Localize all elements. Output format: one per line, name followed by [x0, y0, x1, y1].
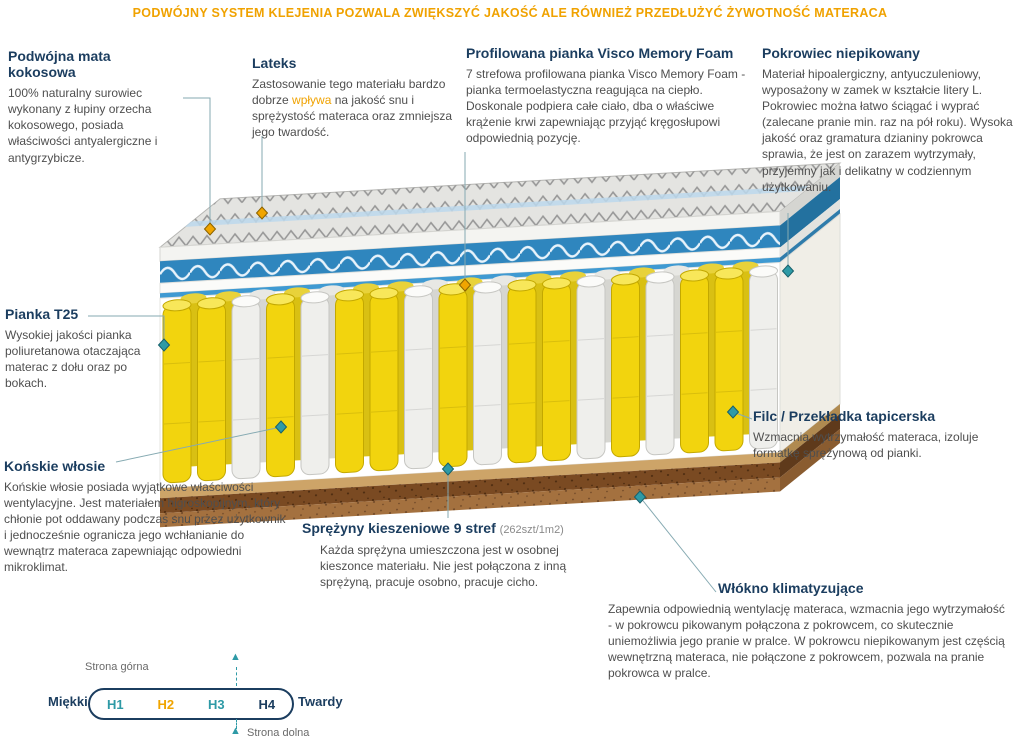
scale-soft-label: Miękki: [48, 694, 88, 709]
callout-title: Sprężyny kieszeniowe 9 stref (262szt/1m2…: [302, 520, 564, 536]
callout-t25-foam: Pianka T25 Wysokiej jakości pianka poliu…: [5, 306, 157, 391]
callout-title: Profilowana pianka Visco Memory Foam: [466, 45, 734, 61]
callout-body: Materiał hipoalergiczny, antyuczuleniowy…: [762, 67, 1013, 194]
springs-count: (262szt/1m2): [499, 524, 564, 536]
callout-body: Wzmacnia wytrzymałość materaca, izoluje …: [753, 430, 979, 461]
hardness-level-h2: H2: [157, 696, 175, 712]
visco-foam-layer: [158, 162, 842, 262]
top-banner: PODWÓJNY SYSTEM KLEJENIA POZWALA ZWIĘKSZ…: [132, 6, 888, 20]
dashed-guide-top: [236, 667, 237, 686]
callout-body: Końskie włosie posiada wyjątkowe właściw…: [4, 480, 286, 575]
callout-body: 100% naturalny surowiec wykonany z łupin…: [8, 86, 158, 165]
scale-hard-label: Twardy: [298, 694, 343, 709]
callout-body: Wysokiej jakości pianka poliuretanowa ot…: [5, 328, 141, 391]
hardness-level-h3: H3: [207, 696, 225, 712]
hardness-level-h1: H1: [106, 696, 124, 712]
callout-body: Zapewnia odpowiednią wentylację materaca…: [608, 602, 1005, 681]
callout-title: Lateks: [252, 55, 297, 71]
callout-body: Zastosowanie tego materiału bardzo dobrz…: [252, 77, 453, 140]
hardness-level-h4: H4: [258, 696, 276, 712]
callout-horsehair: Końskie włosie Końskie włosie posiada wy…: [4, 458, 288, 576]
callout-title: Podwójna mata kokosowa: [8, 48, 111, 81]
hardness-scale: H1 H2 H3 H4: [88, 688, 294, 720]
callout-cover: Pokrowiec niepikowany Materiał hipoalerg…: [762, 45, 1014, 195]
callout-climate-fiber: Włókno klimatyzujące Zapewnia odpowiedni…: [608, 580, 1012, 681]
callout-coco-mat: Podwójna mata kokosowa 100% naturalny su…: [8, 48, 180, 166]
dashed-guide-bottom: [236, 719, 237, 729]
callout-visco: Profilowana pianka Visco Memory Foam 7 s…: [466, 45, 748, 146]
callout-body: Każda sprężyna umieszczona jest w osobne…: [320, 542, 567, 589]
arrow-up-icon: ▲: [230, 725, 241, 737]
coconut-mat-layer: [160, 414, 840, 514]
scale-bottom-side-label: Strona dolna: [247, 727, 310, 739]
callout-springs: Sprężyny kieszeniowe 9 stref (262szt/1m2…: [302, 520, 597, 590]
base-foam-layer: [160, 429, 840, 528]
callout-title: Pokrowiec niepikowany: [762, 45, 920, 61]
callout-latex: Lateks Zastosowanie tego materiału bardz…: [252, 55, 464, 140]
callout-title: Pianka T25: [5, 306, 79, 322]
scale-top-side-label: Strona górna: [85, 661, 149, 673]
callout-title: Końskie włosie: [4, 458, 106, 474]
arrow-up-icon: ▲: [230, 651, 241, 663]
callout-felt: Filc / Przekładka tapicerska Wzmacnia wy…: [753, 408, 998, 461]
highlighted-word: wpływa: [292, 93, 332, 108]
felt-layer: [160, 404, 840, 499]
latex-layer: [160, 177, 840, 284]
callout-body: 7 strefowa profilowana pianka Visco Memo…: [466, 67, 746, 146]
callout-title: Filc / Przekładka tapicerska: [753, 408, 936, 424]
callout-title: Włókno klimatyzujące: [718, 580, 864, 596]
